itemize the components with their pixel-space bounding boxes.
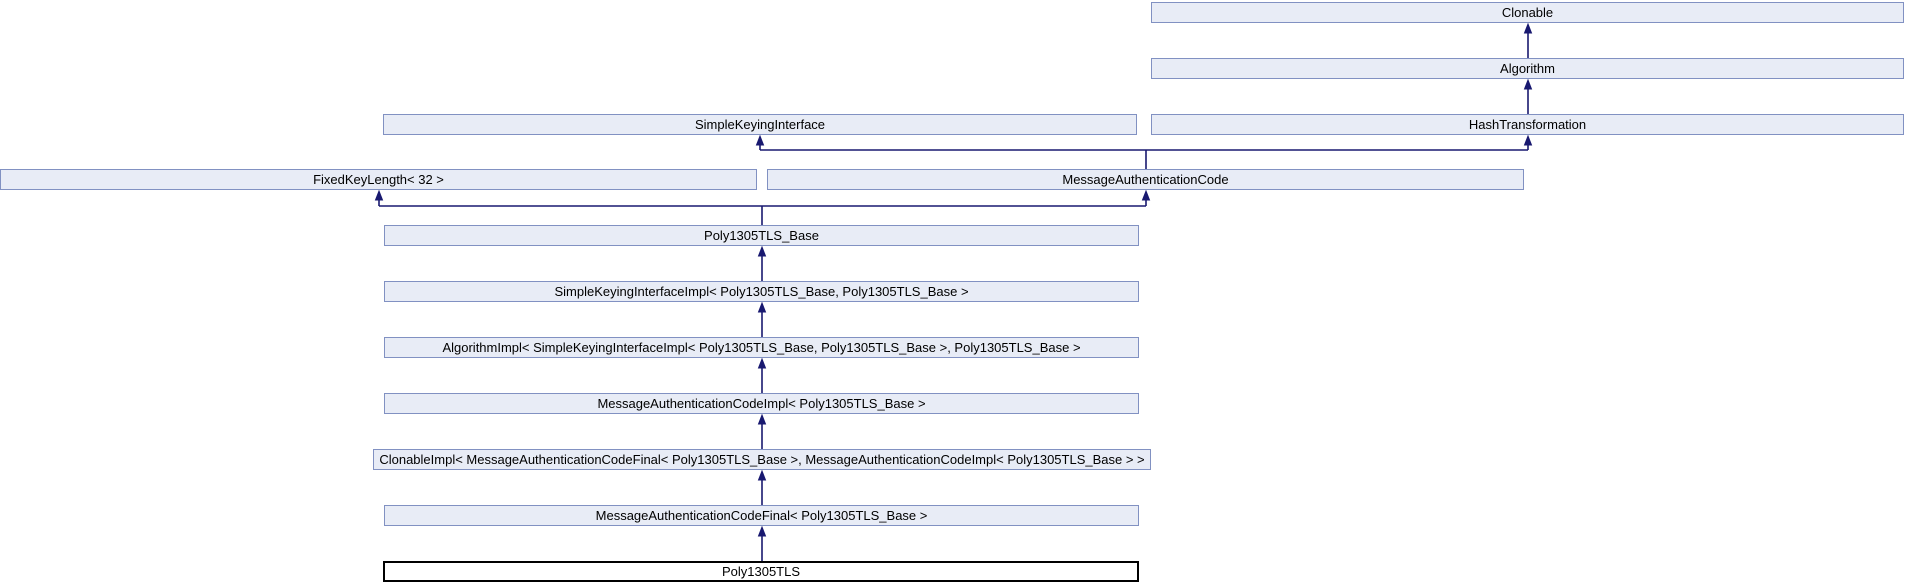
- node-algorithm-impl[interactable]: AlgorithmImpl< SimpleKeyingInterfaceImpl…: [384, 337, 1139, 358]
- edge-macimpl-to-algorithmimpl: [757, 357, 767, 393]
- edge-algorithm-to-clonable: [1523, 22, 1533, 58]
- edge-poly1305tls-to-macfinal: [757, 525, 767, 561]
- node-clonable[interactable]: Clonable: [1151, 2, 1904, 23]
- node-mac-impl[interactable]: MessageAuthenticationCodeImpl< Poly1305T…: [384, 393, 1139, 414]
- edge-mac-to-ski-and-hashtransformation: [755, 134, 1533, 169]
- node-poly1305tls-base[interactable]: Poly1305TLS_Base: [384, 225, 1139, 246]
- edge-macfinal-to-clonableimpl: [757, 469, 767, 505]
- node-simple-keying-interface[interactable]: SimpleKeyingInterface: [383, 114, 1137, 135]
- edge-hashtransformation-to-algorithm: [1523, 78, 1533, 114]
- edge-algorithmimpl-to-skiimpl: [757, 301, 767, 337]
- node-simple-keying-interface-impl[interactable]: SimpleKeyingInterfaceImpl< Poly1305TLS_B…: [384, 281, 1139, 302]
- node-poly1305tls-focus: Poly1305TLS: [383, 561, 1139, 582]
- node-fixed-key-length[interactable]: FixedKeyLength< 32 >: [0, 169, 757, 190]
- node-hash-transformation[interactable]: HashTransformation: [1151, 114, 1904, 135]
- edge-skiimpl-to-base: [757, 245, 767, 281]
- node-clonable-impl[interactable]: ClonableImpl< MessageAuthenticationCodeF…: [373, 449, 1151, 470]
- edge-clonableimpl-to-macimpl: [757, 413, 767, 449]
- node-message-authentication-code[interactable]: MessageAuthenticationCode: [767, 169, 1524, 190]
- node-mac-final[interactable]: MessageAuthenticationCodeFinal< Poly1305…: [384, 505, 1139, 526]
- node-algorithm[interactable]: Algorithm: [1151, 58, 1904, 79]
- edge-base-to-fixedkeylength-and-mac: [374, 189, 1151, 225]
